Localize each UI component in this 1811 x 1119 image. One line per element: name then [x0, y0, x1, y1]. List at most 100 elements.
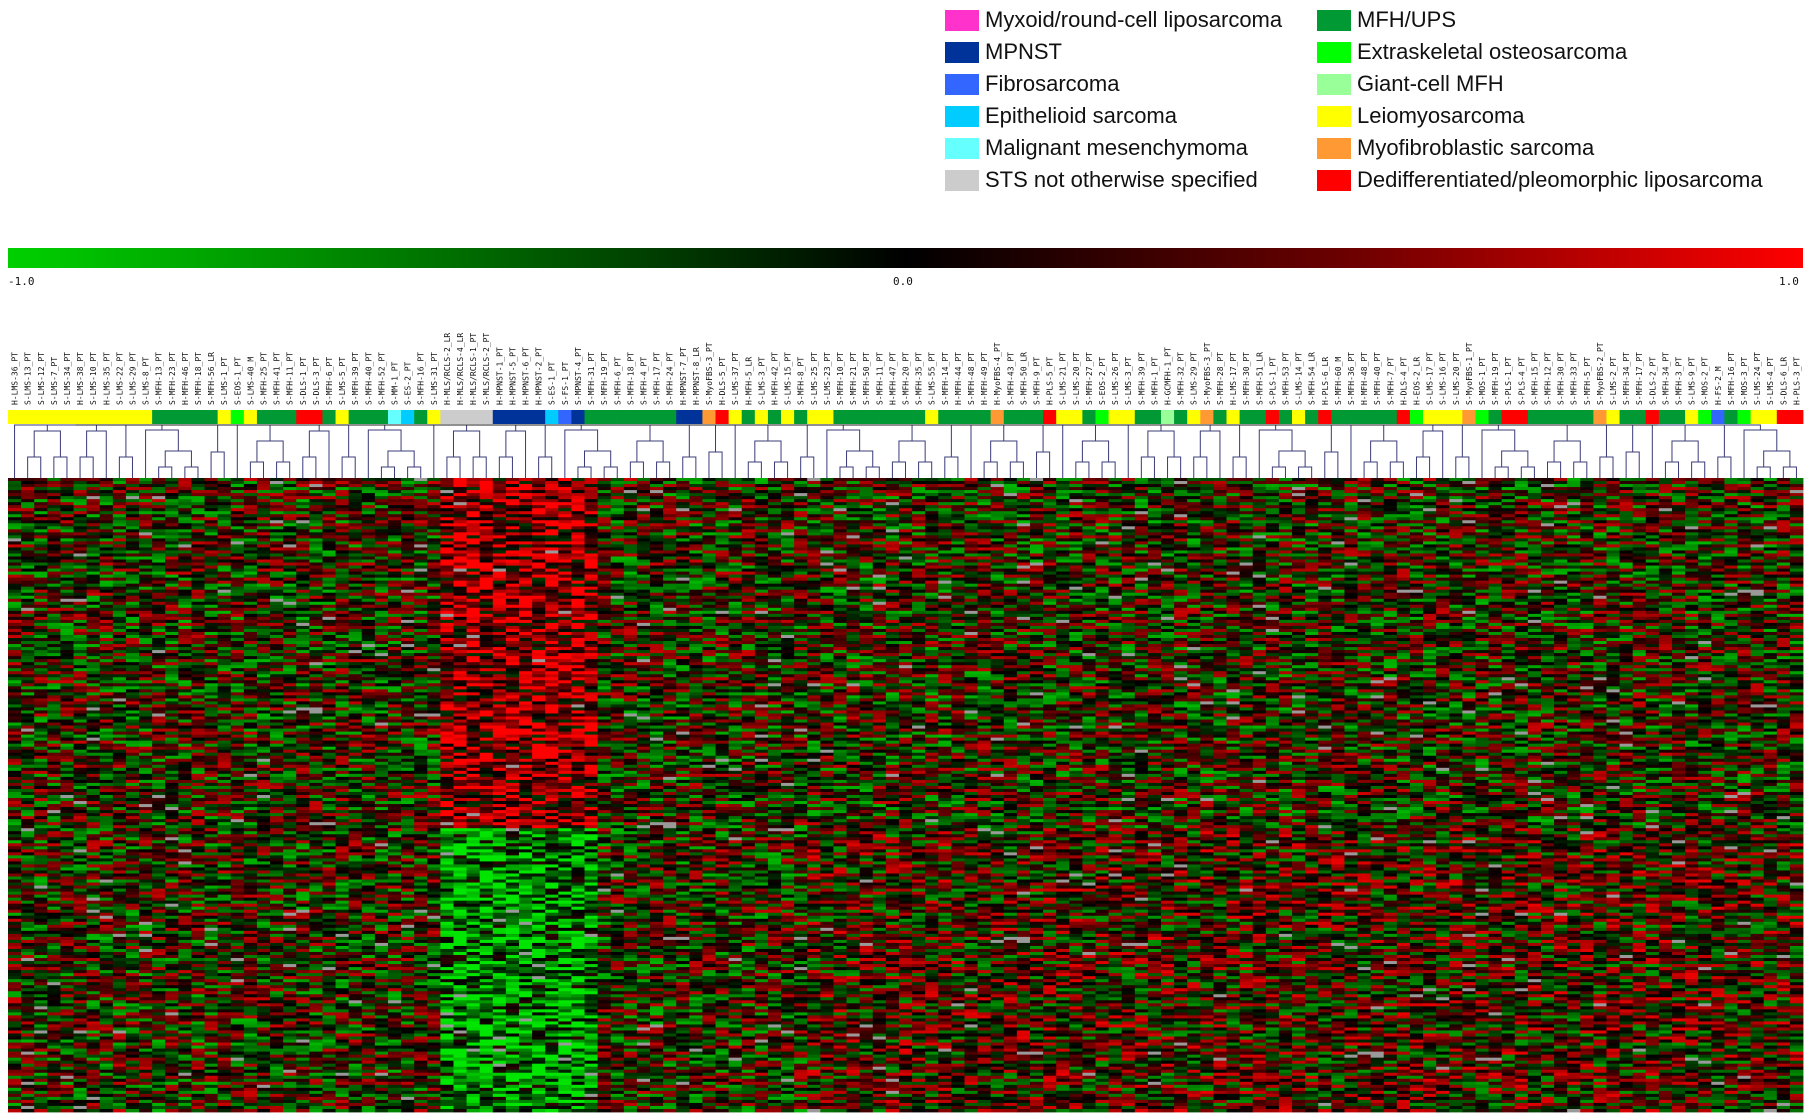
heatmap-cell [820, 493, 834, 496]
heatmap-cell [938, 493, 952, 496]
heatmap-cell [1672, 490, 1686, 493]
sample-label: S-MFH-51_LR [1255, 352, 1264, 405]
annotation-cell [1213, 410, 1227, 424]
annotation-cell [1344, 410, 1358, 424]
heatmap-cell [1384, 493, 1398, 496]
heatmap-cell [270, 496, 284, 499]
annotation-cell [991, 410, 1005, 424]
sample-label: S-MFH-56_LR [207, 352, 216, 405]
heatmap-cell [689, 481, 703, 484]
heatmap-cell [729, 478, 743, 481]
heatmap-cell [1384, 484, 1398, 487]
heatmap-cell [401, 487, 415, 490]
heatmap-cell [231, 478, 245, 481]
heatmap-cell [1790, 481, 1804, 484]
heatmap-cell [1685, 481, 1699, 484]
heatmap-cell [1331, 487, 1345, 490]
heatmap-cell [1082, 493, 1096, 496]
heatmap-cell [60, 481, 74, 484]
heatmap-cell [349, 493, 363, 496]
sample-label: S-MFH-36_PT [1347, 352, 1356, 405]
heatmap-cell [1554, 490, 1568, 493]
sample-label: S-LMS-40_M [246, 357, 255, 405]
heatmap-cell [47, 481, 61, 484]
heatmap-cell [938, 484, 952, 487]
heatmap-cell [1279, 478, 1293, 481]
dendrogram-branch [1626, 452, 1639, 478]
dendrogram-branch [630, 462, 643, 478]
heatmap-cell [453, 481, 467, 484]
heatmap-cell [1200, 487, 1214, 490]
heatmap-cell [296, 478, 310, 481]
heatmap-cell [1502, 490, 1516, 493]
heatmap-cell [178, 481, 192, 484]
heatmap-cell [87, 490, 101, 493]
heatmap-cell [1449, 481, 1463, 484]
heatmap-cell [440, 481, 454, 484]
sample-label: H-GCMFH-1_PT [1164, 347, 1173, 405]
heatmap-cell [1069, 481, 1083, 484]
heatmap-cell [231, 484, 245, 487]
heatmap-cell [1554, 478, 1568, 481]
sample-label: S-MFH-24_PT [666, 352, 675, 405]
heatmap-cell [270, 478, 284, 481]
heatmap-cell [1777, 490, 1791, 493]
heatmap-cell [571, 496, 585, 499]
heatmap-cell [21, 478, 35, 481]
annotation-cell [152, 410, 166, 424]
heatmap-cell [991, 481, 1005, 484]
sample-label: S-MFH-52_PT [377, 352, 386, 405]
heatmap-cell [1227, 484, 1241, 487]
heatmap-cell [1659, 487, 1673, 490]
heatmap-cell [860, 481, 874, 484]
sample-label: S-MFH-14_PT [941, 352, 950, 405]
heatmap-cell [1659, 484, 1673, 487]
heatmap-cell [663, 487, 677, 490]
heatmap-cell [742, 487, 756, 490]
heatmap-cell [218, 490, 232, 493]
heatmap-cell [1174, 481, 1188, 484]
heatmap-cell [126, 496, 140, 499]
annotation-cell [1633, 410, 1647, 424]
sample-label: S-MFH-30_PT [1557, 352, 1566, 405]
heatmap-cell [165, 496, 179, 499]
sample-label: S-PLS-1_PT [1268, 357, 1277, 405]
heatmap-cell [34, 478, 48, 481]
heatmap-cell [401, 490, 415, 493]
heatmap-cell [611, 496, 625, 499]
heatmap-cell [1135, 481, 1149, 484]
heatmap-cell [676, 484, 690, 487]
annotation-cell [1122, 410, 1136, 424]
heatmap-cell [532, 478, 546, 481]
heatmap-cell [558, 487, 572, 490]
dendrogram [15, 425, 1797, 478]
dendrogram-branch [218, 425, 254, 452]
annotation-cell [1253, 410, 1267, 424]
dendrogram-branch [1102, 462, 1115, 478]
heatmap-cell [912, 484, 926, 487]
heatmap-cell [1646, 487, 1660, 490]
heatmap-cell [1082, 490, 1096, 493]
annotation-cell [1318, 410, 1332, 424]
heatmap-cell [1449, 493, 1463, 496]
heatmap-cell [1541, 493, 1555, 496]
sample-label: S-LMS-15_PT [784, 352, 793, 405]
dendrogram-branch [774, 462, 787, 478]
dendrogram-branch [473, 457, 486, 478]
heatmap-cell [453, 493, 467, 496]
heatmap-cell [283, 481, 297, 484]
heatmap-cell [820, 481, 834, 484]
dendrogram-branch [1043, 425, 1079, 452]
annotation-cell [716, 410, 730, 424]
heatmap-cell [1606, 481, 1620, 484]
heatmap-cell [414, 490, 428, 493]
annotation-cell [60, 410, 74, 424]
heatmap-cell [1436, 481, 1450, 484]
annotation-cell [270, 410, 284, 424]
heatmap-cell [545, 481, 559, 484]
heatmap-cell [506, 484, 520, 487]
heatmap-cell [1515, 484, 1529, 487]
heatmap-cell [244, 487, 258, 490]
sample-label: S-DLS-1_PT [299, 357, 308, 405]
dendrogram-branch [991, 441, 1017, 462]
